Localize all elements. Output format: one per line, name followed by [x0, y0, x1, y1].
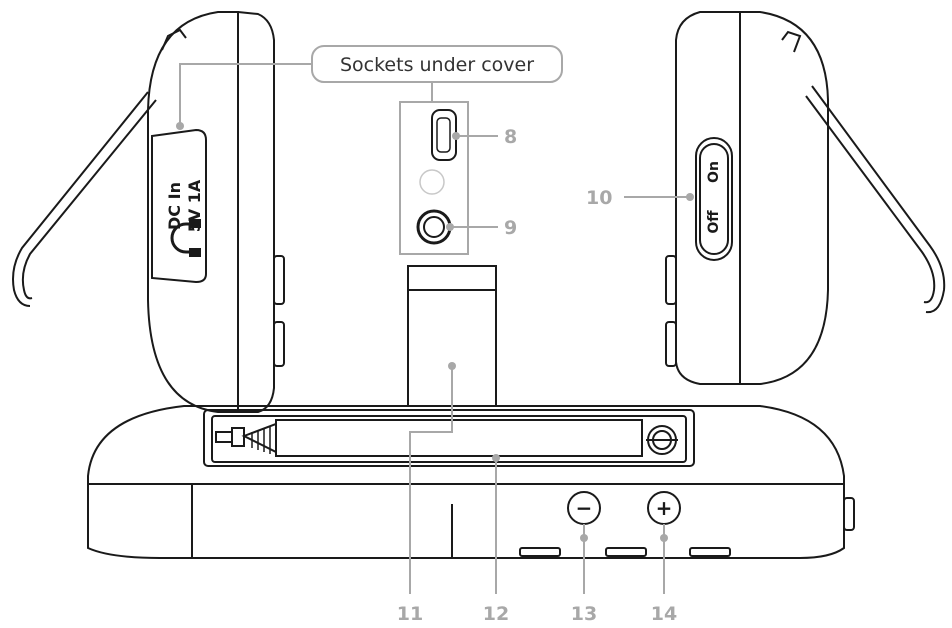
- right-handle-inner: [805, 95, 936, 304]
- left-side-button-2: [273, 321, 285, 367]
- battery-compartment: [203, 409, 695, 467]
- leader-dot: [176, 122, 184, 130]
- right-side-button-1: [665, 255, 677, 305]
- indicator-led: [419, 169, 445, 195]
- number-11: 11: [397, 603, 423, 625]
- left-side-edge: [237, 11, 275, 413]
- right-clip: [781, 30, 802, 53]
- power-switch-frame: [695, 137, 733, 261]
- number-13: 13: [571, 603, 597, 625]
- right-body: [739, 11, 829, 385]
- number-8: 8: [504, 126, 517, 148]
- foot-1: [519, 547, 561, 557]
- leader-callout-left: [179, 63, 312, 126]
- number-10: 10: [586, 187, 612, 209]
- audio-jack: [416, 209, 452, 245]
- dc-in-label: DC In: [165, 182, 184, 230]
- number-12: 12: [483, 603, 509, 625]
- callout-box: [311, 45, 563, 83]
- battery: [275, 419, 643, 457]
- switch-off-label: Off: [706, 210, 722, 234]
- foot-2: [605, 547, 647, 557]
- left-side-button-1: [273, 255, 285, 305]
- headphone-icon: [170, 219, 201, 257]
- battery-spring: [241, 422, 277, 454]
- bottom-view: [87, 265, 855, 559]
- left-handle-inner: [21, 99, 157, 300]
- minus-symbol: −: [576, 496, 593, 520]
- number-9: 9: [504, 217, 517, 239]
- side-connector: [843, 497, 855, 531]
- right-side-button-2: [665, 321, 677, 367]
- socket-closeup: [399, 101, 469, 255]
- power-switch-slider: [699, 143, 729, 255]
- bottom-leaders: [409, 366, 665, 594]
- leader-11: [409, 366, 453, 594]
- number-14: 14: [651, 603, 677, 625]
- dc-in-panel: [151, 128, 207, 284]
- left-body: [147, 11, 239, 413]
- socket-frame: [399, 101, 469, 255]
- right-side-view: [665, 11, 946, 385]
- right-side-edge: [675, 11, 740, 385]
- left-side-view: [12, 11, 285, 413]
- left-handle-outer: [12, 91, 149, 307]
- plus-symbol: +: [656, 496, 673, 520]
- dc-rating-label: 5V 1A: [185, 179, 204, 232]
- right-handle-outer: [811, 85, 946, 314]
- base-body: [87, 405, 845, 559]
- switch-on-label: On: [706, 161, 722, 183]
- foot-3: [689, 547, 731, 557]
- callout-label: Sockets under cover: [340, 54, 534, 76]
